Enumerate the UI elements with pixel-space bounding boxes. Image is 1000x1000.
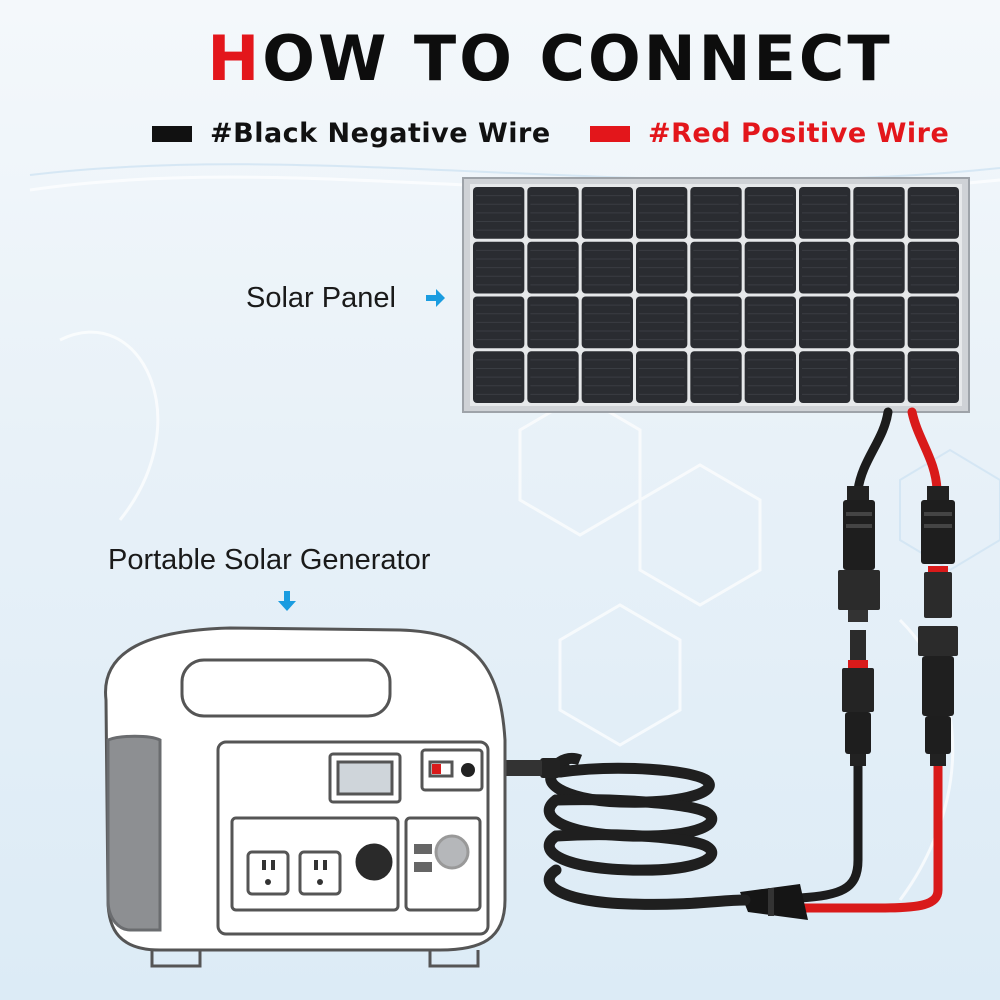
solar-cells: [473, 187, 959, 403]
mc4-connector-cable-positive: [918, 626, 958, 766]
page-title: HOW TO CONNECT: [0, 22, 1000, 95]
black-wire-swatch: [152, 125, 192, 142]
arrow-right-icon: [426, 289, 445, 307]
title-accent-letter: H: [207, 22, 263, 95]
legend-red-label: #Red Positive Wire: [648, 118, 950, 149]
solar-panel-label: Solar Panel: [246, 282, 396, 314]
generator-label: Portable Solar Generator: [108, 544, 431, 576]
legend-black-label: #Black Negative Wire: [210, 118, 551, 149]
coiled-cable: [543, 760, 751, 910]
solar-panel: [462, 177, 970, 413]
portable-generator: [104, 626, 507, 968]
mc4-connector-panel-positive: [921, 486, 955, 618]
mc4-connector-panel-negative: [838, 486, 880, 622]
legend-black-wire: #Black Negative Wire: [152, 118, 551, 149]
ac-outlets: [262, 860, 327, 885]
arrow-down-icon: [278, 591, 296, 611]
panel-wires: [853, 407, 942, 495]
red-wire-swatch: [590, 125, 630, 142]
title-rest: OW TO CONNECT: [262, 22, 893, 95]
legend-red-wire: #Red Positive Wire: [590, 118, 949, 149]
mc4-connector-cable-negative: [842, 630, 874, 766]
y-splitter: [740, 884, 808, 920]
